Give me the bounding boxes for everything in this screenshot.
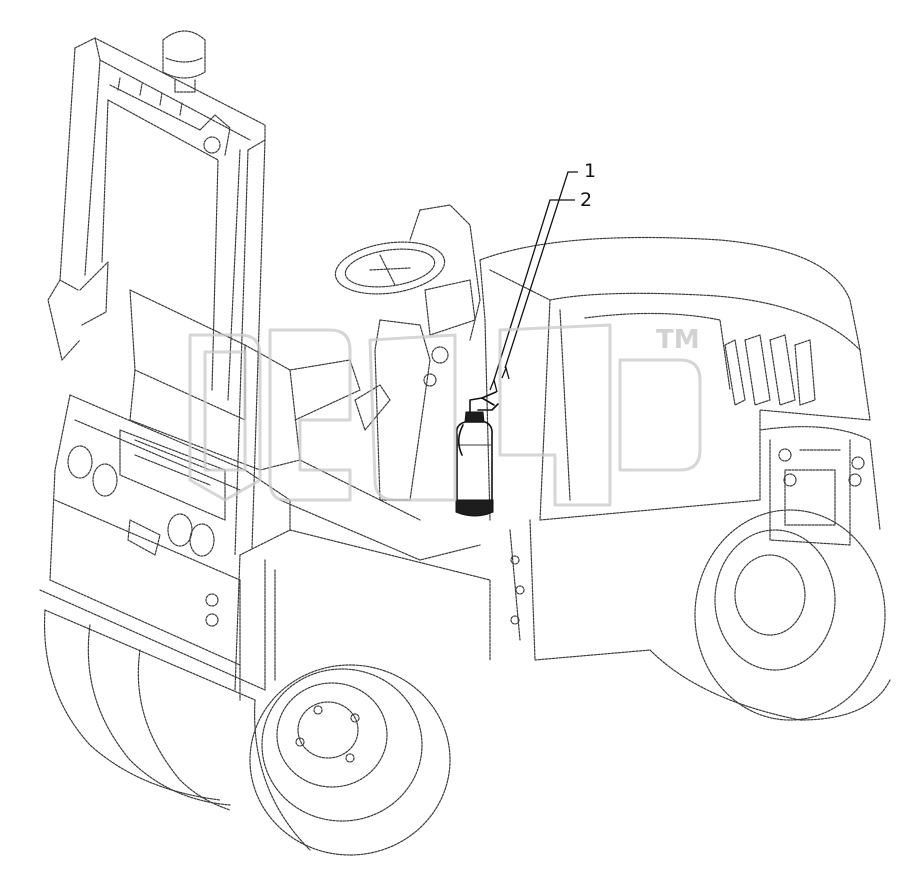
callout-leaders	[489, 171, 578, 393]
trademark-symbol: TM	[656, 325, 700, 355]
beacon-light	[162, 30, 206, 93]
watermark-logo: TM	[188, 323, 702, 507]
fire-extinguisher	[455, 391, 499, 517]
callout-2: 2	[580, 189, 592, 211]
callout-1: 1	[584, 160, 596, 182]
engine-hood	[479, 236, 871, 661]
rear-drum	[649, 426, 891, 721]
front-drum	[39, 589, 451, 856]
steering-wheel	[334, 204, 481, 501]
rops-frame	[47, 37, 266, 556]
